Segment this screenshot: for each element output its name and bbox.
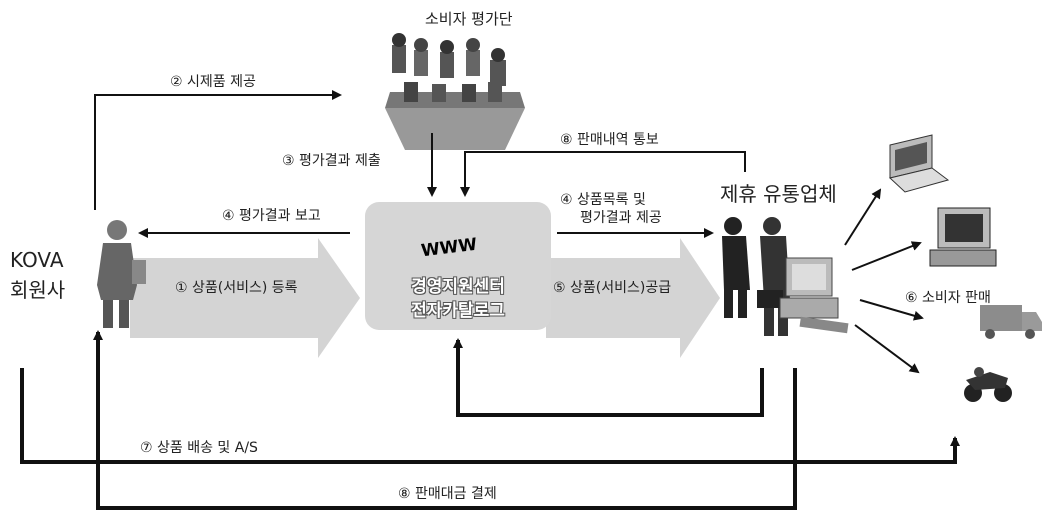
truck-icon [980,305,1042,339]
center-title-line1: 경영지원센터 [411,277,505,297]
big-arrow-registration [130,238,360,358]
arrow-sales-notice [460,151,746,197]
arrow-prototype-supply [94,90,342,210]
arrow-delivery [20,368,960,464]
partner-label: 제휴 유통업체 [720,182,837,206]
arrow-payment [93,330,797,510]
arrow-return-center [453,338,764,417]
big-arrow-supply [546,238,720,358]
terminal-icon [929,207,997,267]
step-4a-label: ④ 평가결과 보고 [222,208,321,224]
kova-label-line2: 회원사 [10,278,66,302]
step-6-label: ⑥ 소비자 판매 [905,290,991,306]
step-3-label: ③ 평가결과 제출 [282,153,381,169]
computer-icon [779,257,849,334]
step-7-label: ⑦ 상품 배송 및 A/S [140,440,258,456]
step-8a-label: ⑧ 판매내역 통보 [560,132,659,148]
arrows-consumer-sales [844,188,924,374]
step-1-label: ① 상품(서비스) 등록 [175,280,298,296]
consumer-panel-label: 소비자 평가단 [425,10,513,28]
laptop-icon [888,134,950,193]
step-2-label: ② 시제품 제공 [170,74,256,90]
step-8b-label: ⑧ 판매대금 결제 [398,486,497,502]
center-title-line2: 전자카탈로그 [411,301,505,321]
step-4b-label-line2: 평가결과 제공 [580,210,662,226]
handshake-icon [722,217,790,336]
kova-label-line1: KOVA [10,248,64,272]
motorcycle-icon [964,367,1012,402]
person-icon [97,220,146,328]
meeting-table-icon [385,33,525,150]
center-box [365,202,551,330]
step-5-label: ⑤ 상품(서비스)공급 [553,280,672,296]
step-4b-label-line1: ④ 상품목록 및 [560,192,646,208]
